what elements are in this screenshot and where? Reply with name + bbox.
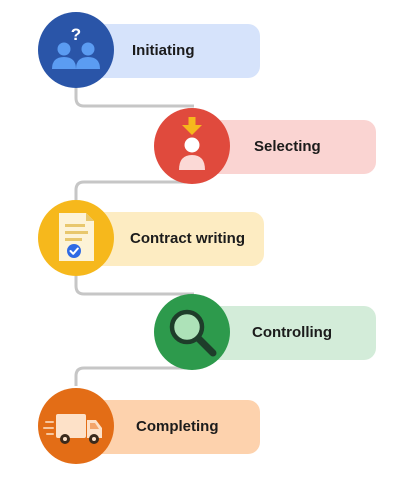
users-question-icon: ?: [52, 25, 100, 69]
connector-4-5: [74, 366, 194, 386]
connector-1-2: [74, 88, 194, 108]
connector-2-3: [74, 180, 194, 200]
step-completing: Completing: [0, 386, 412, 482]
step-label: Controlling: [252, 324, 332, 341]
step-circle: [154, 294, 230, 370]
svg-text:?: ?: [71, 25, 81, 44]
step-selecting: Selecting: [0, 106, 412, 202]
step-initiating: Initiating ?: [0, 12, 412, 108]
step-contract-writing: Contract writing: [0, 200, 412, 296]
step-label: Completing: [136, 418, 219, 435]
delivery-truck-icon: [43, 414, 102, 444]
step-label: Selecting: [254, 138, 321, 155]
step-label: Initiating: [132, 42, 195, 59]
step-label: Contract writing: [130, 230, 245, 247]
step-circle: [38, 200, 114, 276]
magnifier-icon: [169, 309, 217, 357]
connector-3-4: [74, 276, 194, 296]
step-circle: [38, 388, 114, 464]
contract-document-icon: [59, 213, 94, 261]
step-circle: [154, 108, 230, 184]
person-select-icon: [179, 117, 205, 170]
step-circle: ?: [38, 12, 114, 88]
step-controlling: Controlling: [0, 294, 412, 390]
